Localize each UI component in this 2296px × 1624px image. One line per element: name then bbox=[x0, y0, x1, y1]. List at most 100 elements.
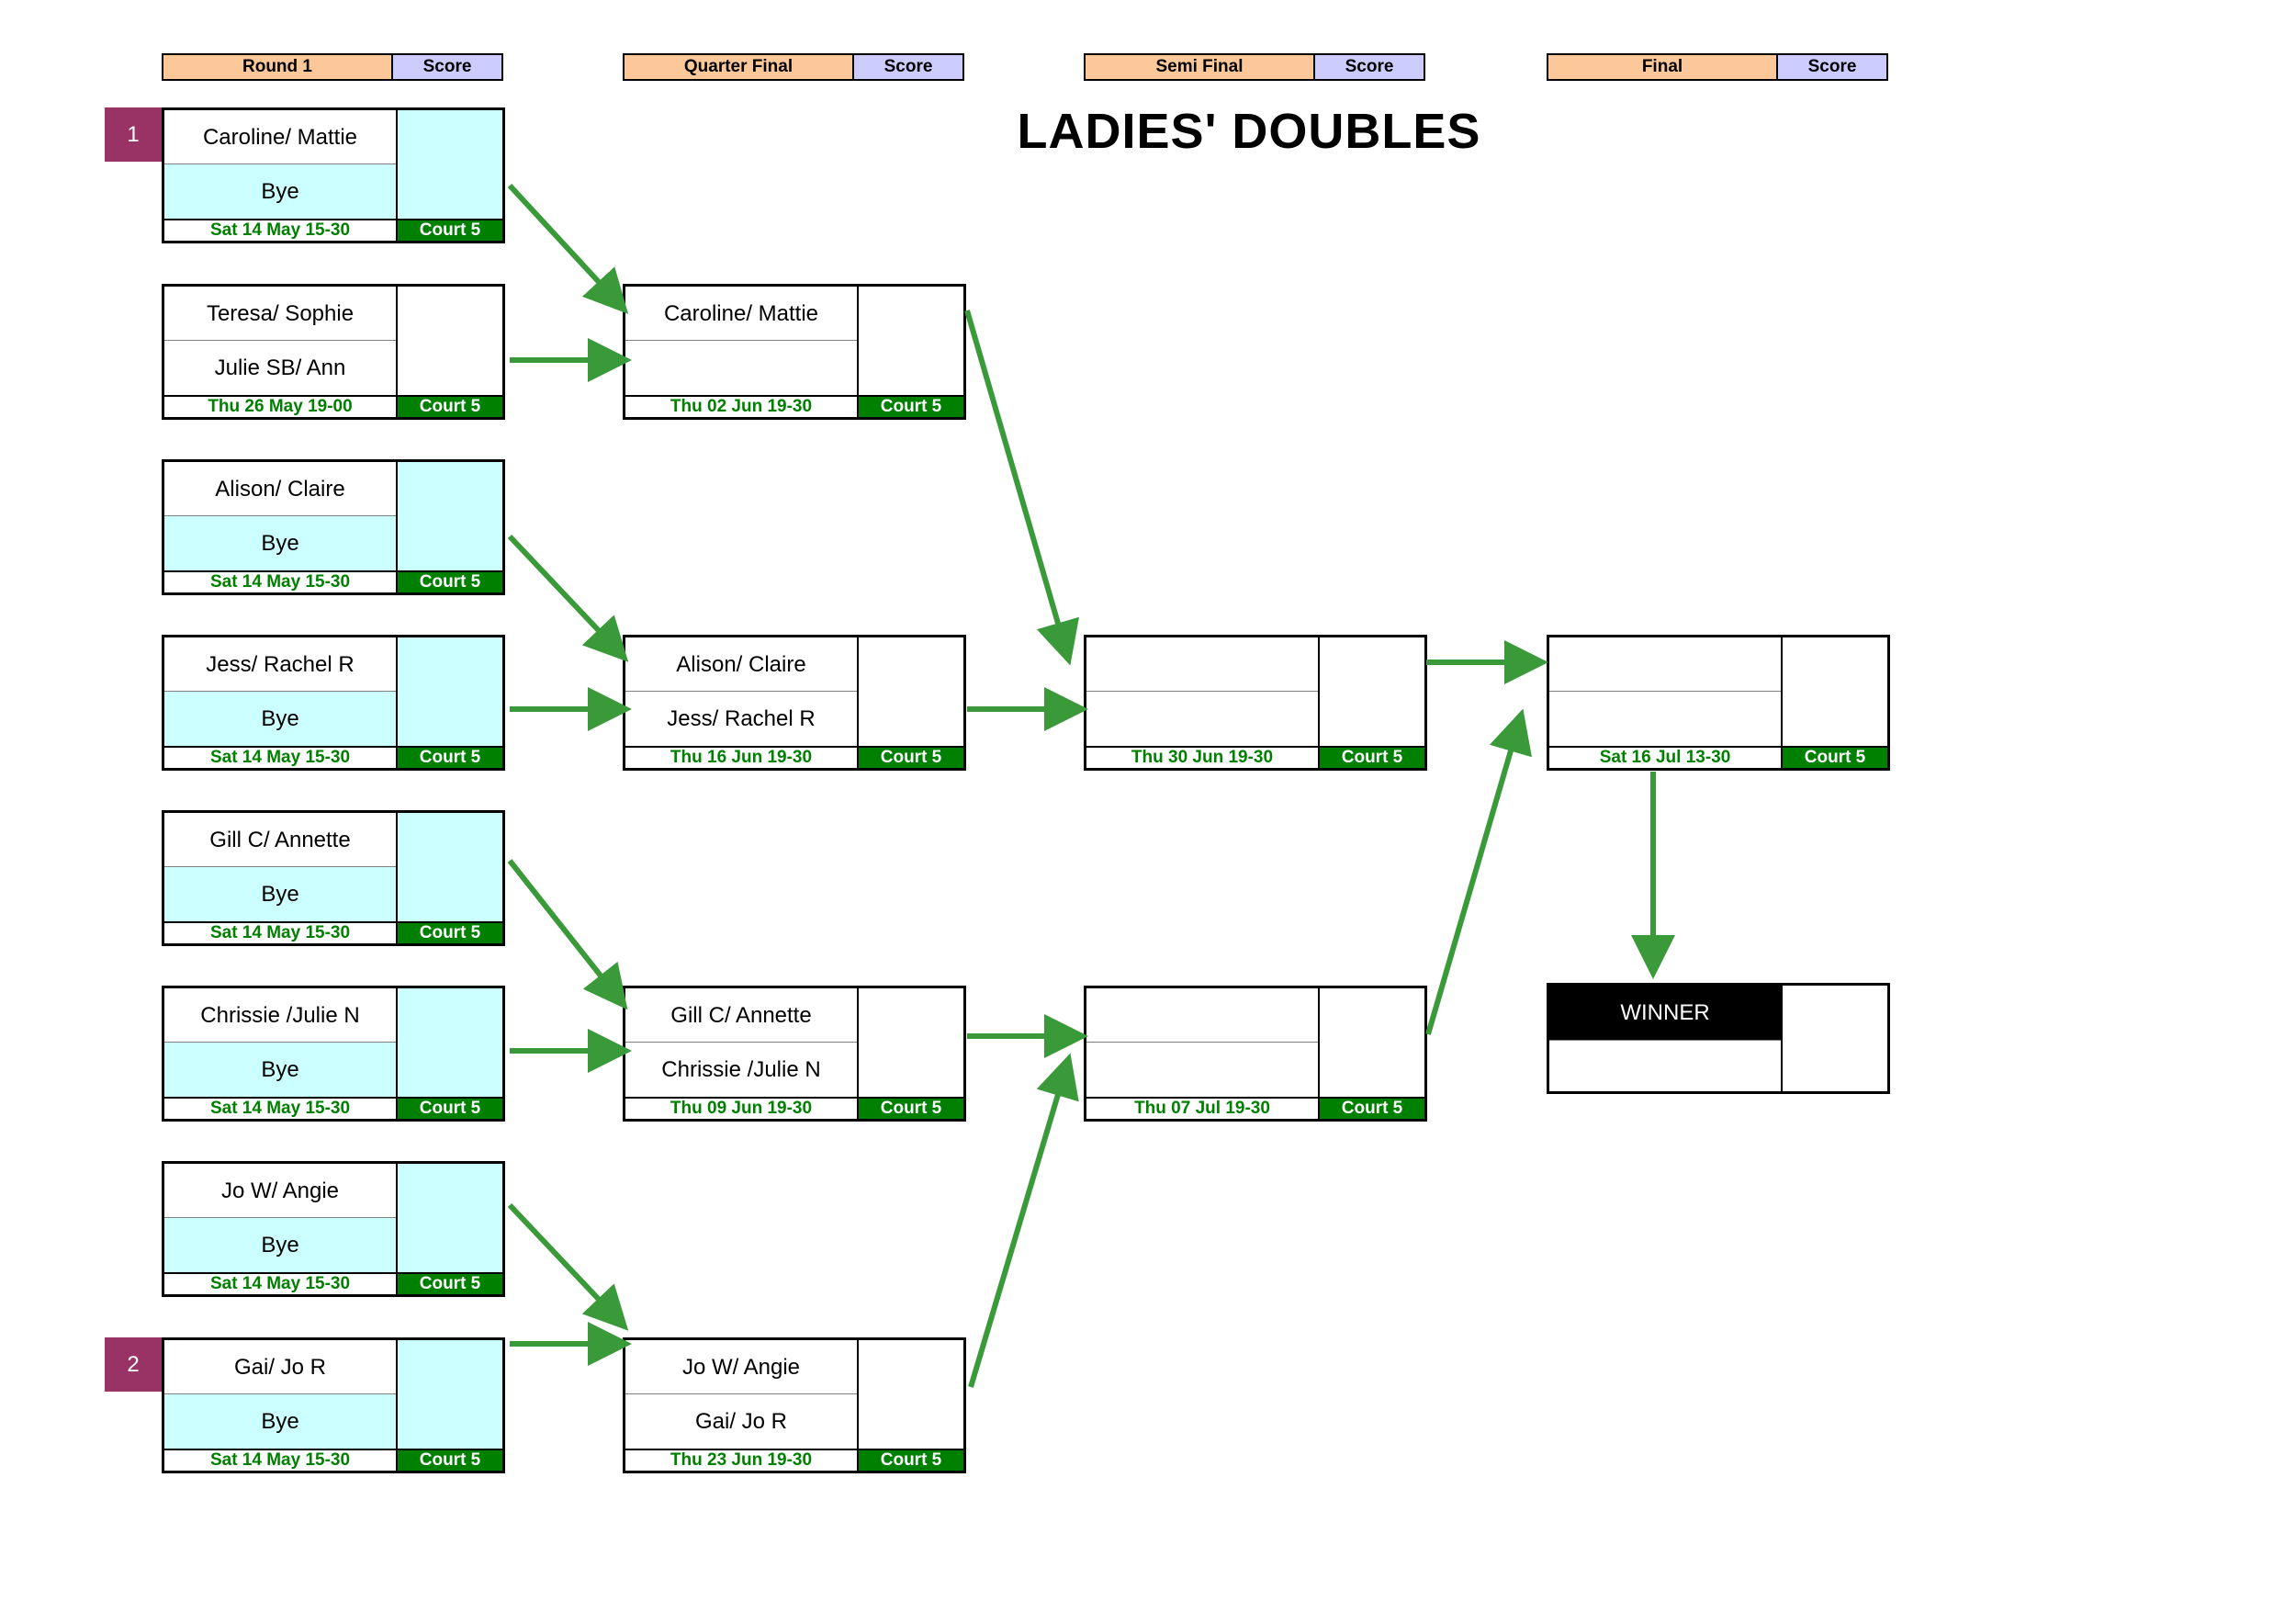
quarter-match-2: Alison/ Claire Jess/ Rachel R Thu 16 Jun… bbox=[623, 635, 966, 771]
match-date: Thu 02 Jun 19-30 bbox=[625, 395, 857, 417]
winner-box: WINNER bbox=[1547, 983, 1890, 1094]
player-2: Bye bbox=[164, 1394, 396, 1449]
quarter-match-4: Jo W/ Angie Gai/ Jo R Thu 23 Jun 19-30 C… bbox=[623, 1337, 966, 1473]
round1-match-5: Gill C/ Annette Bye Sat 14 May 15-30 Cou… bbox=[162, 810, 505, 946]
winner-name[interactable] bbox=[1549, 1040, 1781, 1091]
match-date: Sat 16 Jul 13-30 bbox=[1549, 746, 1781, 768]
arrow bbox=[507, 534, 629, 662]
header-label: Quarter Final bbox=[623, 53, 854, 81]
score-cell[interactable] bbox=[396, 110, 502, 219]
match-date: Sat 14 May 15-30 bbox=[164, 1449, 396, 1471]
player-1: Jo W/ Angie bbox=[625, 1340, 857, 1394]
player-2: Bye bbox=[164, 867, 396, 921]
player-2: Bye bbox=[164, 516, 396, 570]
player-1 bbox=[1549, 637, 1781, 692]
player-1: Jo W/ Angie bbox=[164, 1164, 396, 1218]
arrow bbox=[507, 1202, 629, 1331]
score-cell[interactable] bbox=[1318, 637, 1424, 746]
round1-match-4: Jess/ Rachel R Bye Sat 14 May 15-30 Cour… bbox=[162, 635, 505, 771]
match-court: Court 5 bbox=[396, 219, 502, 241]
header-final: Final Score bbox=[1547, 53, 1888, 81]
player-1: Chrissie /Julie N bbox=[164, 988, 396, 1043]
match-court: Court 5 bbox=[857, 1097, 963, 1119]
seed-badge: 2 bbox=[105, 1337, 162, 1392]
player-1: Alison/ Claire bbox=[164, 462, 396, 516]
match-court: Court 5 bbox=[857, 1449, 963, 1471]
score-cell[interactable] bbox=[857, 287, 963, 395]
arrow bbox=[1425, 708, 1532, 1035]
player-1 bbox=[1086, 988, 1318, 1043]
score-cell[interactable] bbox=[857, 988, 963, 1097]
header-round-1: Round 1 Score bbox=[162, 53, 503, 81]
arrow bbox=[968, 1053, 1079, 1388]
match-court: Court 5 bbox=[396, 1449, 502, 1471]
winner-label: WINNER bbox=[1549, 986, 1781, 1040]
player-1: Gai/ Jo R bbox=[164, 1340, 396, 1394]
match-date: Sat 14 May 15-30 bbox=[164, 219, 396, 241]
match-date: Thu 26 May 19-00 bbox=[164, 395, 396, 417]
match-court: Court 5 bbox=[396, 570, 502, 592]
match-date: Sat 14 May 15-30 bbox=[164, 921, 396, 943]
match-date: Sat 14 May 15-30 bbox=[164, 570, 396, 592]
score-cell[interactable] bbox=[396, 637, 502, 746]
round1-match-1: Caroline/ Mattie Bye Sat 14 May 15-30 Co… bbox=[162, 107, 505, 243]
score-cell[interactable] bbox=[396, 1340, 502, 1449]
match-court: Court 5 bbox=[396, 921, 502, 943]
header-semi-final: Semi Final Score bbox=[1084, 53, 1425, 81]
header-quarter-final: Quarter Final Score bbox=[623, 53, 964, 81]
score-cell[interactable] bbox=[857, 637, 963, 746]
match-court: Court 5 bbox=[1318, 1097, 1424, 1119]
player-2: Bye bbox=[164, 1043, 396, 1097]
player-1: Gill C/ Annette bbox=[625, 988, 857, 1043]
match-date: Sat 14 May 15-30 bbox=[164, 746, 396, 768]
seed-badge: 1 bbox=[105, 107, 162, 162]
player-1 bbox=[1086, 637, 1318, 692]
header-score: Score bbox=[1315, 53, 1425, 81]
header-score: Score bbox=[393, 53, 503, 81]
winner-score[interactable] bbox=[1781, 986, 1887, 1091]
score-cell[interactable] bbox=[1318, 988, 1424, 1097]
player-2: Bye bbox=[164, 692, 396, 746]
match-date: Thu 09 Jun 19-30 bbox=[625, 1097, 857, 1119]
player-1: Gill C/ Annette bbox=[164, 813, 396, 867]
player-1: Alison/ Claire bbox=[625, 637, 857, 692]
score-cell[interactable] bbox=[396, 287, 502, 395]
match-date: Sat 14 May 15-30 bbox=[164, 1272, 396, 1294]
header-score: Score bbox=[854, 53, 964, 81]
score-cell[interactable] bbox=[396, 462, 502, 570]
header-label: Final bbox=[1547, 53, 1778, 81]
score-cell[interactable] bbox=[857, 1340, 963, 1449]
match-court: Court 5 bbox=[396, 746, 502, 768]
match-court: Court 5 bbox=[396, 1272, 502, 1294]
match-court: Court 5 bbox=[1781, 746, 1887, 768]
match-court: Court 5 bbox=[396, 1097, 502, 1119]
match-court: Court 5 bbox=[1318, 746, 1424, 768]
score-cell[interactable] bbox=[396, 988, 502, 1097]
page-title: LADIES' DOUBLES bbox=[1017, 104, 1481, 159]
match-date: Sat 14 May 15-30 bbox=[164, 1097, 396, 1119]
round1-match-2: Teresa/ Sophie Julie SB/ Ann Thu 26 May … bbox=[162, 284, 505, 420]
score-cell[interactable] bbox=[1781, 637, 1887, 746]
header-label: Round 1 bbox=[162, 53, 393, 81]
match-court: Court 5 bbox=[857, 395, 963, 417]
quarter-match-1: Caroline/ Mattie Thu 02 Jun 19-30 Court … bbox=[623, 284, 966, 420]
score-cell[interactable] bbox=[396, 813, 502, 921]
player-2: Julie SB/ Ann bbox=[214, 355, 346, 380]
score-cell[interactable] bbox=[396, 1164, 502, 1272]
round1-match-7: Jo W/ Angie Bye Sat 14 May 15-30 Court 5 bbox=[162, 1161, 505, 1297]
arrow bbox=[507, 183, 629, 314]
match-court: Court 5 bbox=[396, 395, 502, 417]
player-2: Bye bbox=[164, 1218, 396, 1272]
player-2: Bye bbox=[164, 164, 396, 219]
header-label: Semi Final bbox=[1084, 53, 1315, 81]
header-score: Score bbox=[1778, 53, 1888, 81]
round1-match-6: Chrissie /Julie N Bye Sat 14 May 15-30 C… bbox=[162, 986, 505, 1122]
player-1: Caroline/ Mattie bbox=[625, 287, 857, 341]
player-2: Gai/ Jo R bbox=[694, 1409, 788, 1434]
player-2: Jess/ Rachel R bbox=[667, 706, 816, 731]
arrow bbox=[507, 859, 628, 1010]
player-1: Teresa/ Sophie bbox=[164, 287, 396, 341]
player-1: Caroline/ Mattie bbox=[164, 110, 396, 164]
arrow bbox=[964, 310, 1079, 666]
